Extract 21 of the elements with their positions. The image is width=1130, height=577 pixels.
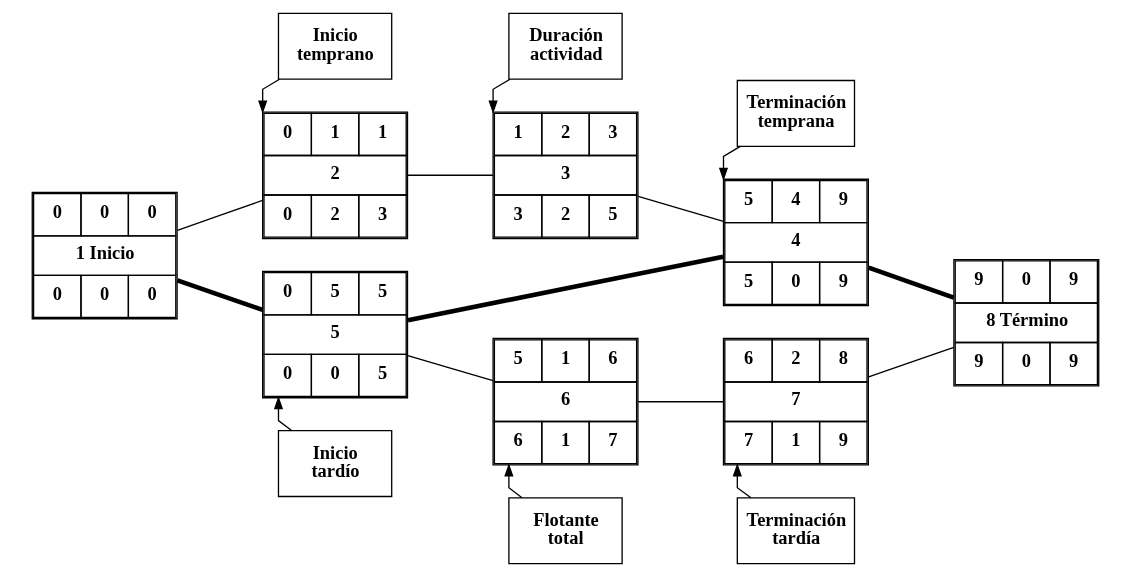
- node-box: Inicio tardío: [277, 430, 392, 498]
- connector: [176, 278, 263, 313]
- arrow: [487, 78, 511, 114]
- arrow: [503, 463, 523, 499]
- node-box: Duración actividad: [507, 12, 623, 80]
- connector: [867, 346, 954, 378]
- node-box: Terminación temprana: [736, 79, 855, 147]
- connector: [637, 195, 724, 223]
- node-box: Terminación tardía: [736, 497, 855, 565]
- arrow: [718, 145, 741, 181]
- arrow: [257, 78, 280, 114]
- connector: [407, 254, 724, 323]
- arrow: [273, 396, 292, 432]
- connector: [406, 355, 494, 382]
- connector: [406, 174, 494, 176]
- connector: [176, 199, 263, 232]
- node-box: Inicio temprano: [277, 12, 392, 80]
- connector: [867, 265, 955, 300]
- arrow: [732, 463, 752, 499]
- connector: [637, 401, 724, 403]
- node-box: Flotante total: [507, 497, 623, 565]
